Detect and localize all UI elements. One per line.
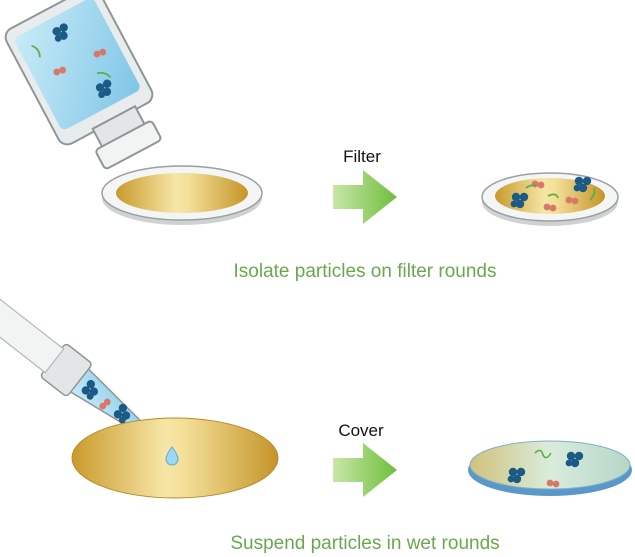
pouring-bottle-icon: [4, 0, 162, 170]
filter-round-with-particles: [481, 172, 619, 226]
step-filter-caption: Isolate particles on filter rounds: [234, 261, 497, 282]
right-arrow-icon: [333, 170, 397, 224]
right-arrow-icon: [333, 443, 397, 497]
step-cover-caption: Suspend particles in wet rounds: [230, 533, 499, 554]
wet-round-with-particles: [468, 440, 632, 496]
step-filter-label: Filter: [343, 147, 381, 166]
liquid-drop-icon: [165, 446, 179, 466]
step-cover-label: Cover: [338, 421, 384, 440]
filter-round-dry: [101, 165, 263, 225]
